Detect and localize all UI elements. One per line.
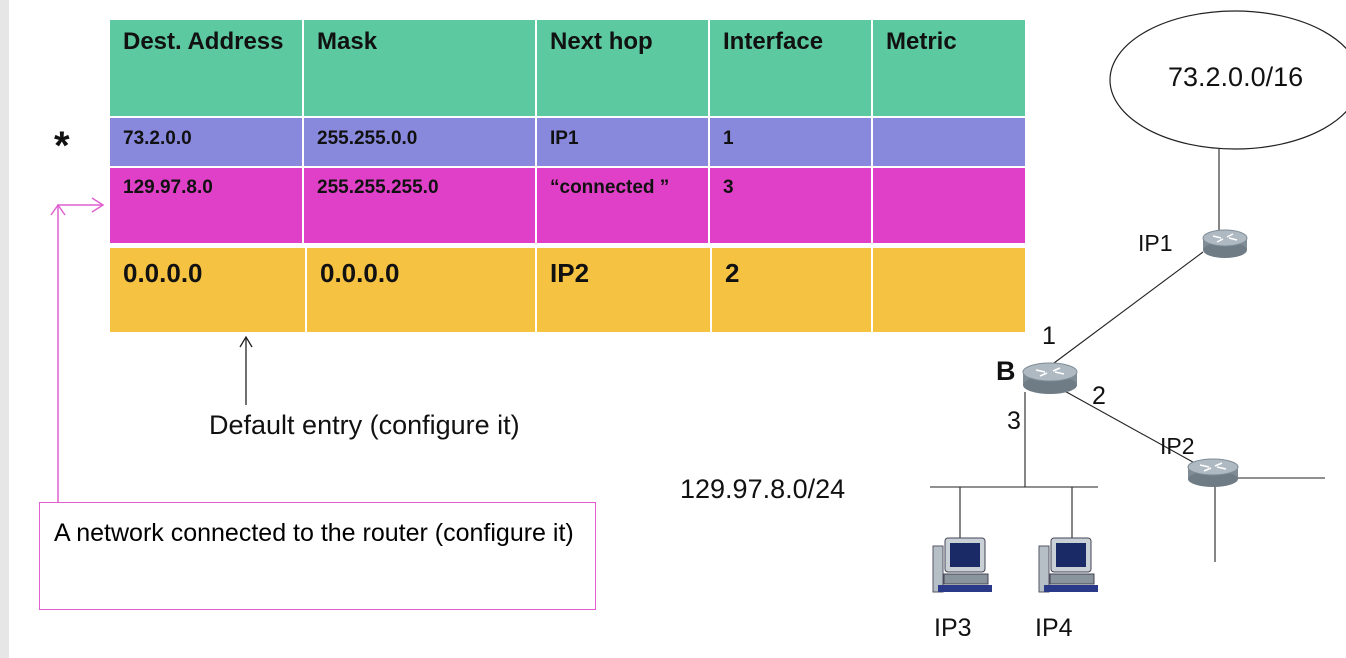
router-ip1-icon — [1202, 229, 1248, 258]
row1-mask: 255.255.0.0 — [304, 118, 535, 166]
port-2-label: 2 — [1092, 382, 1106, 410]
port-3-label: 3 — [1007, 407, 1021, 435]
router-b-label: B — [996, 356, 1016, 386]
default-entry-arrow — [239, 335, 253, 405]
router-ip2-label: IP2 — [1160, 433, 1195, 459]
lan-network-label: 129.97.8.0/24 — [680, 474, 846, 504]
header-mask: Mask — [304, 20, 535, 116]
host-ip3-computer-icon — [932, 537, 992, 593]
connected-network-callout: A network connected to the router (confi… — [39, 502, 596, 610]
host-ip4-computer-icon — [1038, 537, 1098, 593]
connected-network-arrow — [50, 197, 105, 502]
host-ip4-label: IP4 — [1035, 614, 1073, 642]
link-b-ip1 — [1049, 251, 1204, 367]
default-entry-label: Default entry (configure it) — [209, 410, 520, 440]
header-next-hop: Next hop — [537, 20, 708, 116]
network-cloud — [1109, 10, 1346, 150]
row1-metric — [873, 118, 1025, 166]
router-ip2-icon — [1187, 458, 1239, 487]
row3-next-hop: IP2 — [537, 248, 710, 332]
row-marker-asterisk: * — [54, 124, 70, 168]
row3-metric — [873, 248, 1025, 332]
row2-dest: 129.97.8.0 — [110, 168, 302, 243]
row2-next-hop: “connected ” — [537, 168, 708, 243]
header-interface: Interface — [710, 20, 871, 116]
connected-network-label: A network connected to the router (confi… — [54, 519, 574, 547]
row2-mask: 255.255.255.0 — [304, 168, 535, 243]
header-dest-address: Dest. Address — [110, 20, 302, 116]
port-1-label: 1 — [1042, 322, 1056, 350]
router-ip1-label: IP1 — [1138, 230, 1173, 256]
row1-next-hop: IP1 — [537, 118, 708, 166]
link-b-ip2 — [1051, 383, 1201, 467]
header-metric: Metric — [873, 20, 1025, 116]
row1-interface: 1 — [710, 118, 871, 166]
row3-mask: 0.0.0.0 — [307, 248, 535, 332]
row2-metric — [873, 168, 1025, 243]
cloud-network-label: 73.2.0.0/16 — [1168, 62, 1304, 92]
router-b-icon — [1022, 362, 1078, 394]
row3-dest: 0.0.0.0 — [110, 248, 305, 332]
row1-dest: 73.2.0.0 — [110, 118, 302, 166]
row2-interface: 3 — [710, 168, 871, 243]
left-margin-bar — [0, 0, 9, 658]
host-ip3-label: IP3 — [934, 614, 972, 642]
row3-interface: 2 — [712, 248, 871, 332]
